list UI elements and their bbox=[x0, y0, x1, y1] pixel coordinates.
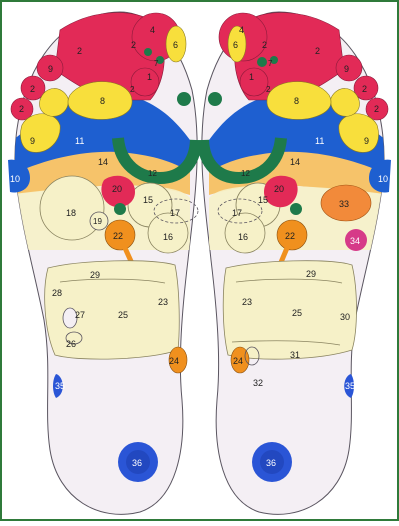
label-left-8: 8 bbox=[100, 96, 105, 106]
label-left-26: 26 bbox=[66, 339, 76, 349]
label-right-23: 23 bbox=[242, 297, 252, 307]
label-left-7: 7 bbox=[154, 59, 159, 68]
label-right-36: 36 bbox=[266, 458, 276, 468]
label-right-14: 14 bbox=[290, 157, 300, 167]
label-left-12: 12 bbox=[148, 169, 157, 178]
left-zone-13-dot bbox=[177, 92, 191, 106]
label-left-2d: 2 bbox=[30, 84, 35, 94]
label-right-10: 10 bbox=[378, 174, 388, 184]
label-right-24: 24 bbox=[233, 356, 243, 366]
right-zone-21 bbox=[290, 203, 302, 215]
left-zone-1-area bbox=[131, 68, 159, 96]
label-left-17: 17 bbox=[170, 208, 180, 218]
label-right-32: 32 bbox=[253, 378, 263, 388]
label-right-2c: 2 bbox=[315, 46, 320, 56]
label-left-10: 10 bbox=[10, 174, 20, 184]
label-left-2e: 2 bbox=[19, 104, 24, 114]
label-left-29: 29 bbox=[90, 270, 100, 280]
label-left-14: 14 bbox=[98, 157, 108, 167]
right-zone-9-upper bbox=[331, 88, 360, 116]
label-left-6: 6 bbox=[173, 40, 178, 50]
label-left-28: 28 bbox=[52, 288, 62, 298]
left-zone-9-upper bbox=[39, 88, 68, 116]
label-right-7: 7 bbox=[268, 59, 273, 68]
label-right-2e: 2 bbox=[374, 104, 379, 114]
label-right-2a: 2 bbox=[262, 40, 267, 50]
label-left-20: 20 bbox=[112, 184, 122, 194]
label-right-4: 4 bbox=[239, 25, 244, 35]
label-right-1: 1 bbox=[249, 72, 254, 82]
label-right-2d: 2 bbox=[362, 84, 367, 94]
label-right-31: 31 bbox=[290, 350, 300, 360]
label-right-34: 34 bbox=[350, 236, 360, 246]
label-left-9a: 9 bbox=[48, 64, 53, 74]
label-left-9b: 9 bbox=[30, 136, 35, 146]
right-zone-13-dot bbox=[208, 92, 222, 106]
label-left-4: 4 bbox=[150, 25, 155, 35]
label-right-15: 15 bbox=[258, 195, 268, 205]
label-left-11: 11 bbox=[75, 136, 84, 146]
label-left-2b: 2 bbox=[130, 85, 135, 94]
label-right-9b: 9 bbox=[364, 136, 369, 146]
label-right-30: 30 bbox=[340, 312, 350, 322]
label-right-35: 35 bbox=[345, 381, 355, 391]
label-left-18: 18 bbox=[66, 208, 76, 218]
label-right-16: 16 bbox=[238, 232, 248, 242]
right-toe-dot-a bbox=[257, 57, 267, 67]
label-left-15: 15 bbox=[143, 195, 153, 205]
label-left-27: 27 bbox=[75, 310, 85, 320]
label-right-9a: 9 bbox=[344, 64, 349, 74]
label-left-1: 1 bbox=[147, 72, 152, 82]
label-right-22: 22 bbox=[285, 231, 295, 241]
label-right-33: 33 bbox=[339, 199, 349, 209]
label-left-24: 24 bbox=[169, 356, 179, 366]
label-right-6: 6 bbox=[233, 40, 238, 50]
label-right-20: 20 bbox=[274, 184, 284, 194]
label-left-22: 22 bbox=[113, 231, 123, 241]
label-right-8: 8 bbox=[294, 96, 299, 106]
label-right-12: 12 bbox=[241, 169, 250, 178]
label-left-19: 19 bbox=[93, 217, 102, 226]
label-left-16: 16 bbox=[163, 232, 173, 242]
left-zone-25 bbox=[45, 261, 180, 359]
label-right-17: 17 bbox=[232, 208, 242, 218]
left-toe-dot-a bbox=[144, 48, 152, 56]
left-zone-21 bbox=[114, 203, 126, 215]
label-right-11: 11 bbox=[315, 136, 324, 146]
label-left-2a: 2 bbox=[131, 40, 136, 50]
label-left-35: 35 bbox=[55, 381, 65, 391]
label-right-2b: 2 bbox=[266, 85, 271, 94]
label-left-2c: 2 bbox=[77, 46, 82, 56]
label-left-36: 36 bbox=[132, 458, 142, 468]
label-left-25: 25 bbox=[118, 310, 128, 320]
label-left-23: 23 bbox=[158, 297, 168, 307]
label-right-29: 29 bbox=[306, 269, 316, 279]
label-right-25: 25 bbox=[292, 308, 302, 318]
